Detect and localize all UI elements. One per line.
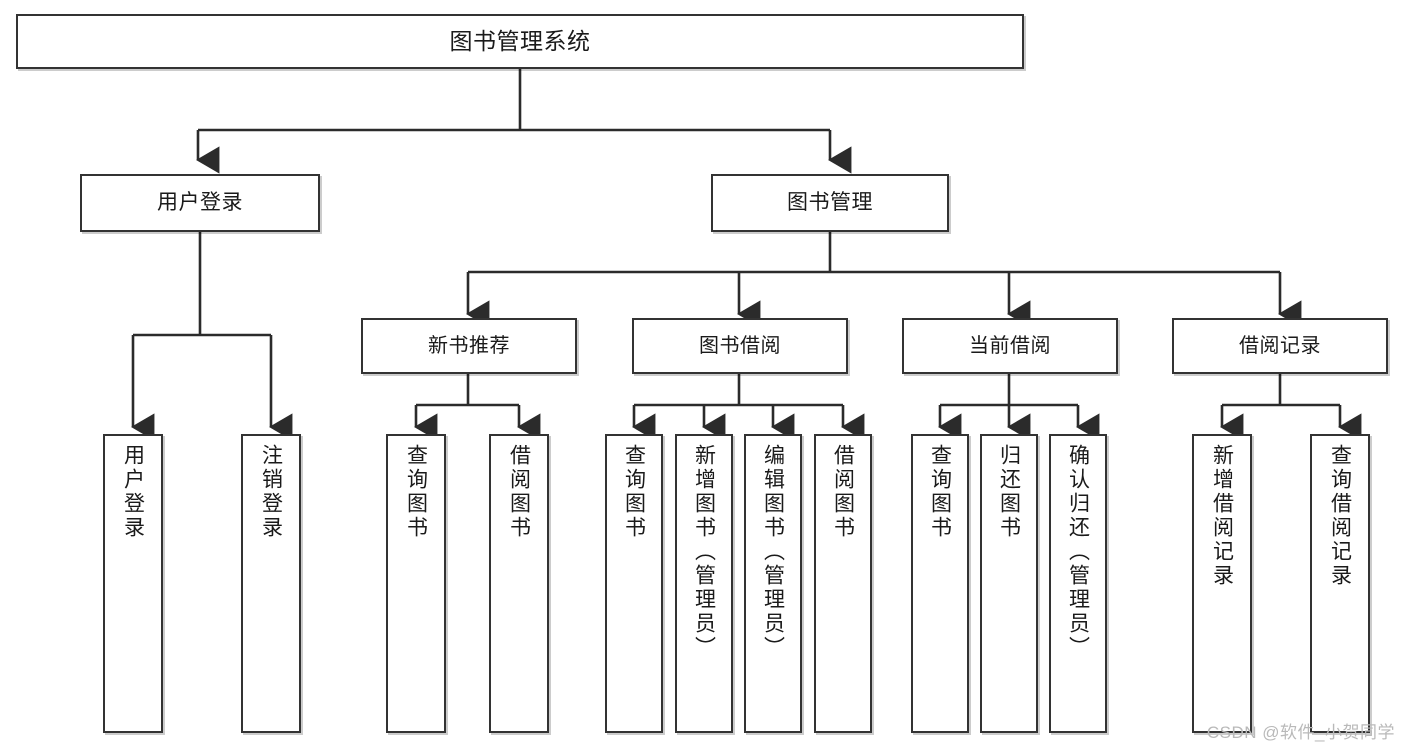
node-borrow-record-label: 借阅记录 bbox=[1239, 334, 1321, 357]
node-book-manage[interactable]: 图书管理 bbox=[711, 174, 949, 232]
node-leaf-borrow-book-2-label: 借阅图书 bbox=[831, 444, 855, 540]
node-book-borrow-label: 图书借阅 bbox=[699, 334, 781, 357]
node-leaf-logout[interactable]: 注销登录 bbox=[241, 434, 301, 733]
node-leaf-add-record-label: 新增借阅记录 bbox=[1210, 444, 1234, 588]
node-current-borrow[interactable]: 当前借阅 bbox=[902, 318, 1118, 374]
node-leaf-query-book-3[interactable]: 查询图书 bbox=[911, 434, 969, 733]
node-leaf-return-book-label: 归还图书 bbox=[997, 444, 1021, 540]
node-leaf-edit-book[interactable]: 编辑图书（管理员） bbox=[744, 434, 802, 733]
node-borrow-record[interactable]: 借阅记录 bbox=[1172, 318, 1388, 374]
node-leaf-query-record-label: 查询借阅记录 bbox=[1328, 444, 1352, 588]
node-leaf-query-book-2-label: 查询图书 bbox=[622, 444, 646, 540]
node-leaf-add-record[interactable]: 新增借阅记录 bbox=[1192, 434, 1252, 733]
node-new-book-recommend[interactable]: 新书推荐 bbox=[361, 318, 577, 374]
node-leaf-add-book-label: 新增图书（管理员） bbox=[692, 444, 716, 660]
node-leaf-logout-label: 注销登录 bbox=[259, 444, 283, 540]
node-leaf-query-book-1-label: 查询图书 bbox=[404, 444, 428, 540]
node-leaf-edit-book-label: 编辑图书（管理员） bbox=[761, 444, 785, 660]
node-user-login-label: 用户登录 bbox=[157, 190, 243, 214]
node-leaf-borrow-book-1[interactable]: 借阅图书 bbox=[489, 434, 549, 733]
node-leaf-return-book[interactable]: 归还图书 bbox=[980, 434, 1038, 733]
node-book-borrow[interactable]: 图书借阅 bbox=[632, 318, 848, 374]
node-leaf-user-login-label: 用户登录 bbox=[121, 444, 145, 540]
node-leaf-query-record[interactable]: 查询借阅记录 bbox=[1310, 434, 1370, 733]
node-leaf-borrow-book-1-label: 借阅图书 bbox=[507, 444, 531, 540]
node-leaf-borrow-book-2[interactable]: 借阅图书 bbox=[814, 434, 872, 733]
node-leaf-query-book-3-label: 查询图书 bbox=[928, 444, 952, 540]
node-leaf-add-book[interactable]: 新增图书（管理员） bbox=[675, 434, 733, 733]
node-leaf-confirm-return[interactable]: 确认归还（管理员） bbox=[1049, 434, 1107, 733]
node-current-borrow-label: 当前借阅 bbox=[969, 334, 1051, 357]
node-leaf-user-login[interactable]: 用户登录 bbox=[103, 434, 163, 733]
node-leaf-query-book-2[interactable]: 查询图书 bbox=[605, 434, 663, 733]
node-root-label: 图书管理系统 bbox=[449, 27, 591, 54]
node-leaf-query-book-1[interactable]: 查询图书 bbox=[386, 434, 446, 733]
node-book-manage-label: 图书管理 bbox=[787, 190, 873, 214]
node-leaf-confirm-return-label: 确认归还（管理员） bbox=[1066, 444, 1090, 660]
node-user-login[interactable]: 用户登录 bbox=[80, 174, 320, 232]
csdn-watermark: CSDN @软件_小贺同学 bbox=[1206, 723, 1395, 742]
node-root[interactable]: 图书管理系统 bbox=[16, 14, 1024, 69]
node-new-book-recommend-label: 新书推荐 bbox=[428, 334, 510, 357]
